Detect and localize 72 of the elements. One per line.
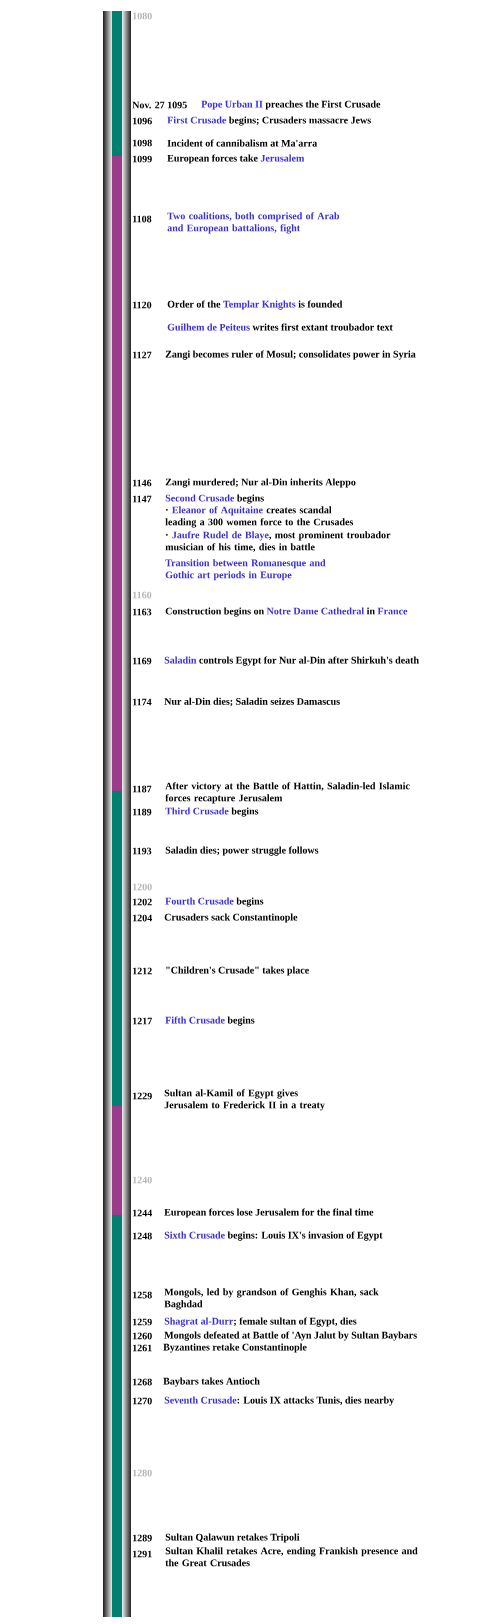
event-text: Guilhem de Peiteus writes first extant troubador text bbox=[167, 323, 393, 331]
year-marker: 1240 bbox=[133, 1176, 152, 1184]
year-label: 1187 bbox=[133, 785, 152, 793]
event-text: Construction begins on Notre Dame Cathedral in France bbox=[165, 607, 408, 617]
event-text: Sultan Qalawun retakes Tripoli bbox=[165, 1533, 300, 1543]
year-label: 1099 bbox=[133, 155, 152, 163]
event-text: Baybars takes Antioch bbox=[163, 1377, 260, 1387]
event-text: Fourth Crusade begins bbox=[165, 897, 264, 907]
event-text: Zangi murdered; Nur al-Din inherits Aleppo bbox=[165, 478, 356, 488]
event-text: Incident of cannibalism at Ma'arra bbox=[167, 139, 318, 147]
label: Construction begins on bbox=[165, 607, 264, 617]
event-text: Sultan al-Kamil of Egypt gives Jerusalem to Frederick II in a treaty bbox=[164, 1089, 325, 1111]
year-label: 1258 bbox=[133, 1291, 152, 1299]
year-label: 1108 bbox=[133, 215, 152, 223]
event-text: · Jaufre Rudel de Blaye, most prominent troubador musician of his time, dies in battle bbox=[165, 531, 391, 552]
event-text: Fifth Crusade begins bbox=[165, 1016, 255, 1026]
event-text: Transition between Romanesque and Gothic art periods in Europe bbox=[165, 559, 326, 581]
year-label: 1268 bbox=[133, 1378, 152, 1386]
year-label: 1174 bbox=[133, 698, 152, 706]
event-text: Third Crusade begins bbox=[165, 807, 259, 817]
year-label: 1163 bbox=[133, 608, 152, 616]
event-text: Crusaders sack Constantinople bbox=[164, 913, 298, 923]
year-label: 1147 bbox=[133, 495, 152, 503]
event-text: Mongols, led by grandson of Genghis Khan, sack Baghdad bbox=[164, 1288, 379, 1310]
event-text: Saladin controls Egypt for Nur al-Din after Shirkuh's death bbox=[164, 656, 419, 666]
event-text: "Children's Crusade" takes place bbox=[166, 966, 309, 976]
year-label: 1289 bbox=[133, 1534, 152, 1542]
event-text: Sixth Crusade begins: Louis IX's invasion of Egypt bbox=[164, 1231, 383, 1241]
year-label: 1260 bbox=[133, 1332, 152, 1340]
event-text: Seventh Crusade: Louis IX attacks Tunis, dies nearby bbox=[164, 1396, 395, 1406]
year-label: 1229 bbox=[133, 1092, 152, 1100]
year-label: 1248 bbox=[133, 1232, 152, 1240]
event-text: Shagrat al-Durr; female sultan of Egypt, dies bbox=[164, 1317, 357, 1327]
year-label: 1270 bbox=[133, 1397, 152, 1405]
year-label: Nov. 27 1095 bbox=[132, 101, 187, 109]
year-marker: 1160 bbox=[133, 591, 152, 599]
label: Notre Dame Cathedral bbox=[266, 607, 364, 615]
year-label: 1127 bbox=[133, 351, 152, 359]
label: in bbox=[366, 607, 375, 615]
year-label: 1204 bbox=[133, 914, 152, 922]
year-label: 1096 bbox=[133, 117, 152, 125]
year-label: 1146 bbox=[133, 479, 152, 487]
event-text: Nur al-Din dies; Saladin seizes Damascus bbox=[164, 697, 340, 707]
event-text: Byzantines retake Constantinople bbox=[163, 1343, 307, 1353]
year-label: 1261 bbox=[133, 1344, 152, 1352]
year-marker: 1280 bbox=[133, 1469, 152, 1477]
event-text: European forces lose Jerusalem for the final time bbox=[164, 1208, 374, 1218]
year-label: 1291 bbox=[133, 1550, 152, 1558]
event-text: Second Crusade begins bbox=[165, 494, 264, 504]
event-text: Saladin dies; power struggle follows bbox=[165, 846, 319, 856]
year-label: 1193 bbox=[133, 847, 152, 855]
year-label: 1244 bbox=[133, 1209, 152, 1217]
year-label: 1098 bbox=[133, 139, 152, 147]
event-text: Sultan Khalil retakes Acre, ending Frankish presence and the Great Crusades bbox=[165, 1547, 418, 1567]
label: France bbox=[377, 607, 408, 615]
event-text: · Eleanor of Aquitaine creates scandal leading a 300 women force to the Crusades bbox=[165, 506, 354, 528]
year-marker: 1200 bbox=[133, 883, 152, 891]
event-text: Two coalitions, both comprised of Arab and European battalions, fight bbox=[167, 212, 340, 234]
event-text: European forces take Jerusalem bbox=[167, 154, 305, 164]
event-text: Order of the Templar Knights is founded bbox=[167, 300, 343, 310]
year-marker: 1080 bbox=[133, 12, 152, 20]
event-text: Mongols defeated at Battle of 'Ayn Jalut by Sultan Baybars bbox=[164, 1331, 417, 1341]
year-label: 1202 bbox=[133, 898, 152, 906]
year-label: 1259 bbox=[133, 1318, 152, 1326]
event-text: Pope Urban II preaches the First Crusade bbox=[201, 100, 381, 110]
year-label: 1169 bbox=[133, 657, 152, 665]
event-text: First Crusade begins; Crusaders massacre Jews bbox=[167, 116, 371, 126]
event-text: Zangi becomes ruler of Mosul; consolidates power in Syria bbox=[165, 350, 416, 360]
year-label: 1212 bbox=[133, 967, 152, 975]
year-label: 1120 bbox=[133, 301, 152, 309]
year-label: 1189 bbox=[133, 808, 152, 816]
year-label: 1217 bbox=[133, 1017, 152, 1025]
